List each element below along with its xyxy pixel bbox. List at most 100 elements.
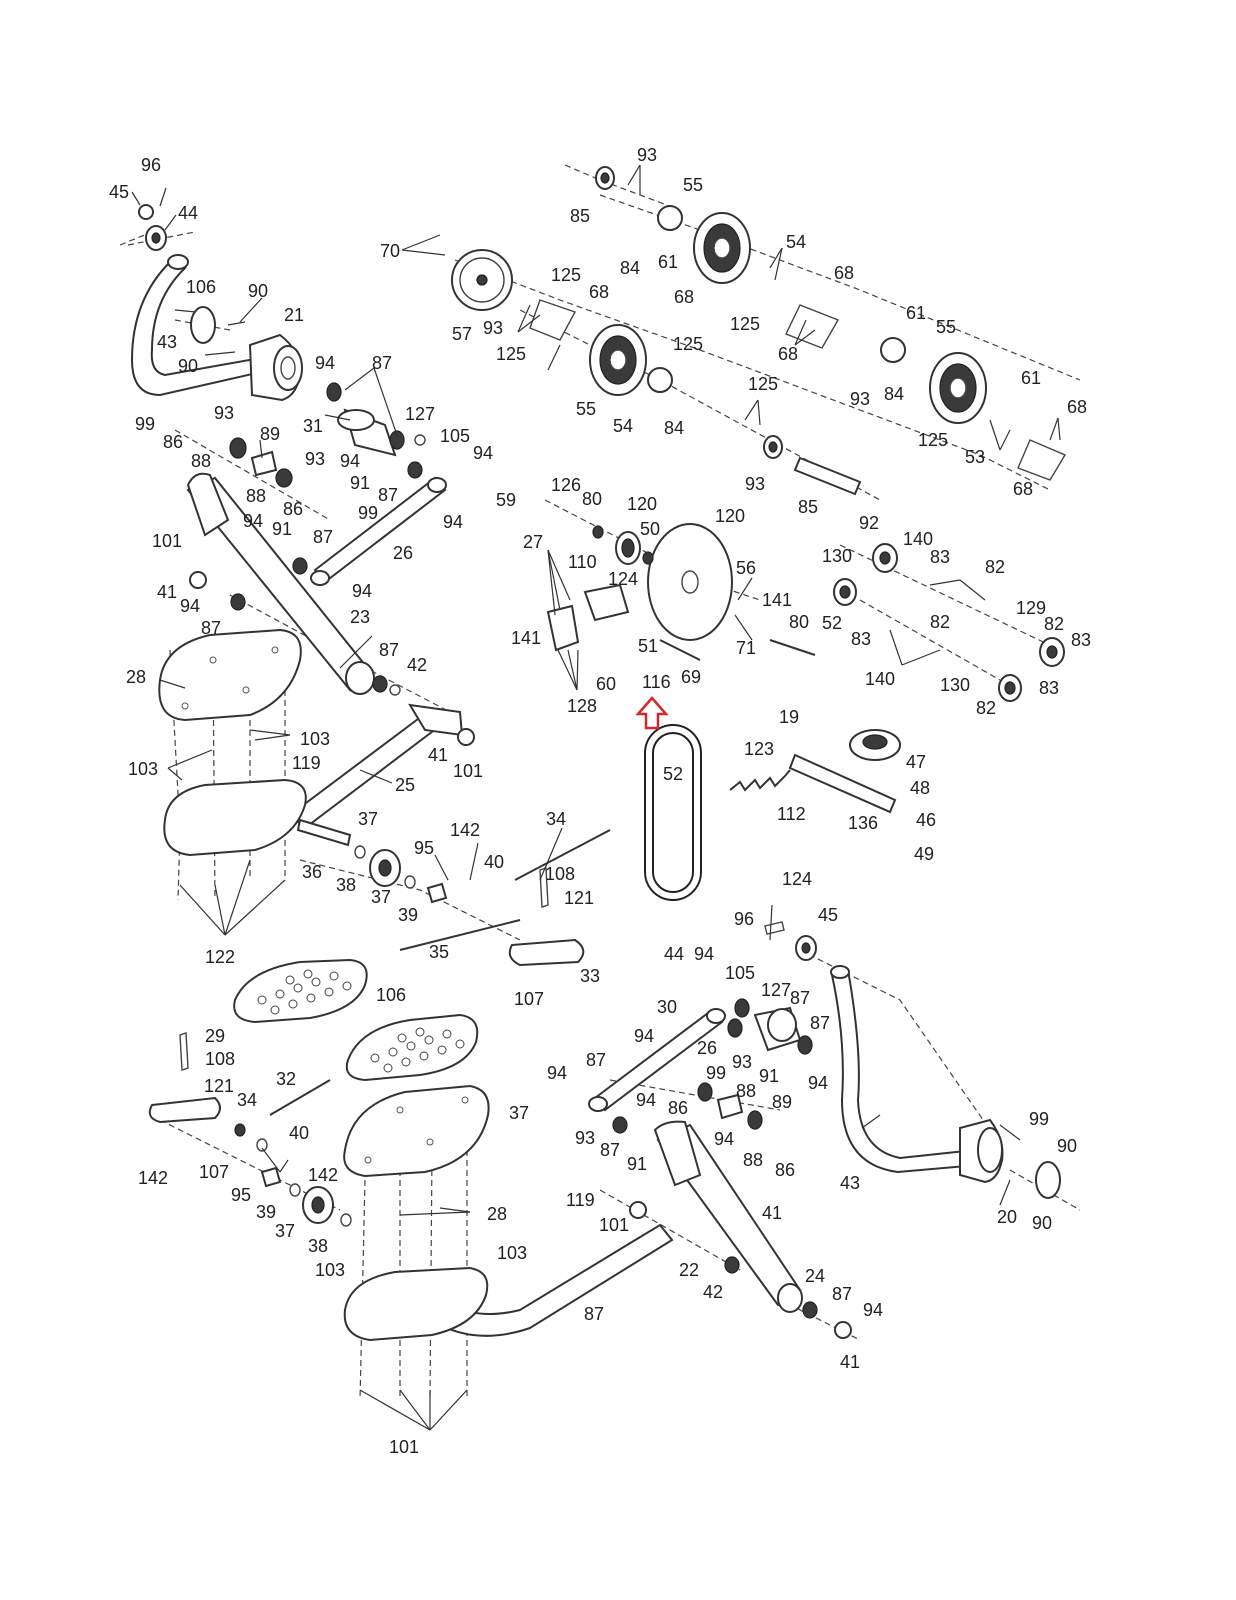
callout-40: 34: [237, 1090, 257, 1110]
callout-125: 68: [778, 344, 798, 364]
washer-45: [138, 204, 154, 220]
pin-108a: [539, 867, 549, 908]
callout-122: 101: [389, 1437, 419, 1457]
callout-42: 42: [407, 655, 427, 675]
callout-45: 96: [734, 909, 754, 929]
callout-86: 94: [636, 1090, 656, 1110]
callout-38: 38: [336, 875, 356, 895]
callout-87: 87: [201, 618, 221, 638]
washer-41a: [189, 571, 207, 589]
callout-126: 59: [496, 490, 516, 510]
callout-87: 42: [703, 1282, 723, 1302]
idler-assembly: [644, 543, 1065, 901]
callout-52: 130: [822, 546, 852, 566]
callout-136: 112: [777, 804, 806, 824]
pedal-bracket-32: [148, 1096, 221, 1124]
callout-36: 36: [302, 862, 322, 882]
callout-84: 54: [613, 416, 633, 436]
callout-21: 21: [284, 305, 304, 325]
callout-55: 61: [906, 303, 926, 323]
callout-29: 106: [376, 985, 406, 1005]
callout-123: 19: [779, 707, 799, 727]
callout-128: 69: [681, 667, 701, 687]
bracket-125b: [785, 304, 840, 349]
hub-55a: [657, 205, 683, 231]
shaft-59: [793, 456, 862, 496]
callout-80: 141: [762, 590, 792, 610]
callout-92: 128: [567, 696, 597, 716]
callout-57: 57: [452, 324, 472, 344]
callout-37: 38: [308, 1236, 328, 1256]
callout-99: 86: [775, 1160, 795, 1180]
callout-142: 142: [450, 820, 480, 840]
callout-82: 83: [930, 547, 950, 567]
callout-88: 88: [246, 486, 266, 506]
callout-88: 86: [668, 1098, 688, 1118]
callout-48: 47: [906, 752, 926, 772]
callout-49: 46: [916, 810, 936, 830]
callout-90: 90: [178, 356, 198, 376]
callout-106: 90: [1032, 1213, 1052, 1233]
callout-27: 120: [715, 506, 745, 526]
callout-142: 40: [289, 1123, 309, 1143]
callout-99: 87: [586, 1050, 606, 1070]
callout-94: 94: [243, 511, 263, 531]
callout-101: 101: [453, 761, 483, 781]
callout-103: 28: [487, 1204, 507, 1224]
callout-55: 125: [673, 334, 703, 354]
callout-106: 106: [186, 277, 216, 297]
callout-71: 80: [789, 612, 809, 632]
callout-61: 84: [664, 418, 684, 438]
callout-41: 41: [157, 582, 177, 602]
callout-93: 55: [936, 317, 956, 337]
callout-94: 30: [657, 997, 677, 1017]
callout-68: 61: [1021, 368, 1041, 388]
callout-40: 40: [484, 852, 504, 872]
callout-94: 94: [315, 353, 335, 373]
callout-93: 93: [483, 318, 503, 338]
callout-68: 53: [965, 447, 985, 467]
callout-112: 48: [910, 778, 930, 798]
callout-91: 93: [732, 1052, 752, 1072]
callout-88: 94: [714, 1129, 734, 1149]
callout-42: 22: [679, 1260, 699, 1280]
rod-34a: [514, 829, 611, 881]
tension-arm-46: [788, 753, 897, 814]
callout-61: 61: [658, 252, 678, 272]
callout-93: 99: [706, 1063, 726, 1083]
handlebar-20: [830, 968, 980, 1174]
callout-41: 101: [599, 1215, 629, 1235]
callout-45: 45: [109, 182, 129, 202]
callout-122: 122: [205, 947, 235, 967]
callout-94: 87: [832, 1284, 852, 1304]
highlight-arrow-icon: [635, 696, 669, 730]
bolt-128: [659, 639, 701, 661]
callout-34: 32: [276, 1069, 296, 1089]
callout-24: 87: [584, 1304, 604, 1324]
callout-38: 37: [275, 1221, 295, 1241]
callout-93: 93: [637, 145, 657, 165]
pedal-base-28a: [158, 628, 302, 722]
washer-45b: [764, 921, 785, 935]
callout-87: 93: [575, 1128, 595, 1148]
callout-119: 119: [292, 753, 321, 773]
callout-86: 88: [743, 1150, 763, 1170]
callout-141: 56: [736, 558, 756, 578]
callout-108: 29: [205, 1026, 225, 1046]
callout-142: 107: [199, 1162, 229, 1182]
callout-93: 125: [748, 374, 778, 394]
bracket-125a: [529, 299, 577, 341]
callout-83: 82: [1044, 614, 1064, 634]
upper-left-handle-assembly: [130, 187, 303, 402]
bolt-71: [769, 639, 816, 656]
callout-68: 68: [589, 282, 609, 302]
callout-70: 70: [380, 241, 400, 261]
callout-37: 37: [358, 809, 378, 829]
drive-belt-19: [644, 724, 702, 901]
bracket-51: [546, 604, 580, 652]
callout-28: 37: [509, 1103, 529, 1123]
callout-31: 31: [303, 416, 323, 436]
callout-28: 28: [126, 667, 146, 687]
callout-86: 86: [163, 432, 183, 452]
spacer-39b: [260, 1166, 282, 1188]
